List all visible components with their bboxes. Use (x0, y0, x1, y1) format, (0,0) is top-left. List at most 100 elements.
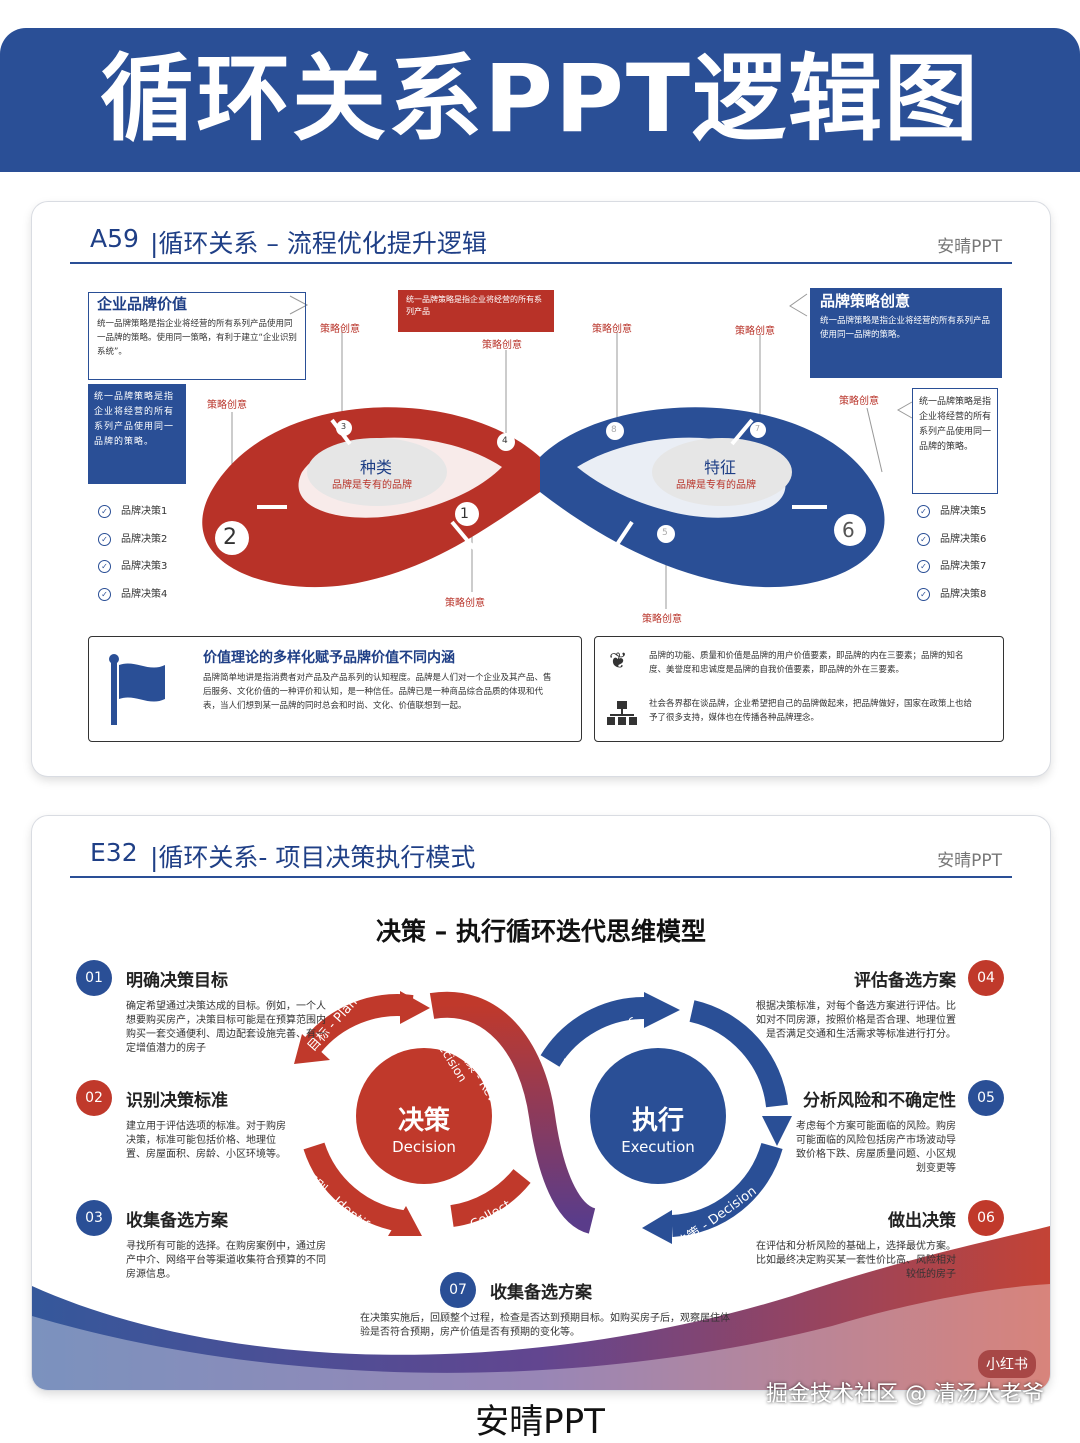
strategy-label: 策略创意 (207, 400, 247, 411)
center-execution-en: Execution (621, 1138, 695, 1156)
marker-6 (834, 514, 866, 546)
slide-code: A59 (90, 224, 139, 253)
marker-6-label: 6 (842, 518, 855, 542)
check-item: ✓品牌决策4 (98, 585, 167, 601)
marker-7-label: 7 (755, 424, 761, 433)
marker-8-label: 8 (611, 425, 617, 435)
footer-brand: 安晴PPT (475, 1402, 605, 1442)
check-icon: ✓ (98, 532, 111, 546)
check-item: ✓品牌决策2 (98, 530, 167, 546)
marker-3 (336, 420, 352, 436)
bottom-left-text: 品牌简单地讲是指消费者对产品及产品系列的认知程度。品牌是人们对一个企业及其产品、… (203, 673, 552, 711)
marker-5 (657, 525, 675, 543)
model-title: 决策 – 执行循环迭代思维模型 (376, 917, 706, 946)
step-04-title: 评估备选方案 (854, 971, 956, 991)
bottom-left-title: 价值理论的多样化赋予品牌价值不同内涵 (203, 650, 455, 666)
step-03-title: 收集备选方案 (126, 1211, 228, 1231)
check-icon: ✓ (98, 587, 111, 601)
check-item: ✓品牌决策1 (98, 502, 167, 518)
strategy-label: 策略创意 (320, 324, 360, 335)
step-07-badge: 07 (440, 1272, 476, 1308)
step-03-badge: 03 (76, 1200, 112, 1236)
bottom-left-box: 价值理论的多样化赋予品牌价值不同内涵 品牌简单地讲是指消费者对产品及产品系列的认… (88, 636, 582, 742)
marker-7 (750, 422, 766, 438)
loop-left-sub: 品牌是专有的品牌 (332, 480, 412, 491)
marker-2 (215, 521, 249, 555)
page-title: 循环关系PPT逻辑图 (100, 45, 980, 154)
marker-2-label: 2 (223, 525, 237, 550)
slide-brand: 安晴PPT (937, 851, 1002, 871)
center-decision-cn: 决策 (397, 1106, 450, 1136)
step-05-title: 分析风险和不确定性 (803, 1091, 956, 1111)
box-right-outline-text: 统一品牌策略是指企业将经营的所有系列产品使用同一品牌的策略。 (919, 397, 992, 452)
slide2-background (32, 991, 1050, 1390)
check-item: ✓品牌决策7 (917, 557, 986, 573)
check-item: ✓品牌决策3 (98, 557, 167, 573)
check-icon: ✓ (917, 532, 930, 546)
strategy-label: 策略创意 (445, 598, 485, 609)
bottom-right-box: ❦ 品牌的功能、质量和价值是品牌的用户价值要素，即品牌的内在三要素；品牌的知名度… (594, 636, 1004, 742)
marker-1-label: 1 (460, 506, 469, 522)
slide-code: E32 (90, 838, 138, 867)
org-chart-icon (607, 701, 637, 725)
xiaohongshu-badge: 小红书 (978, 1350, 1036, 1378)
box-right-outline: 统一品牌策略是指企业将经营的所有系列产品使用同一品牌的策略。 (912, 388, 998, 494)
check-icon: ✓ (917, 559, 930, 573)
box-top-red-text: 统一品牌策略是指企业将经营的所有系列产品 (406, 295, 542, 316)
step-07-text: 在决策实施后，回顾整个过程，检查是否达到预期目标。如购买房子后，观察居住体验是否… (360, 1313, 730, 1338)
box-brand-strategy-title: 品牌策略创意 (820, 292, 911, 310)
strategy-label: 策略创意 (592, 324, 632, 335)
step-02-badge: 02 (76, 1080, 112, 1116)
infinity-diagram (202, 293, 913, 609)
box-left-blue-text: 统一品牌策略是指企业将经营的所有系列产品使用同一品牌的策略。 (94, 392, 175, 447)
box-brand-value: 企业品牌价值 统一品牌策略是指企业将经营的所有系列产品使用同一品牌的策略。使用同… (88, 292, 306, 380)
marker-4-label: 4 (502, 436, 508, 446)
slide-a59[interactable]: A59 |循环关系 – 流程优化提升逻辑 安晴PPT (32, 202, 1050, 776)
step-01-badge: 01 (76, 960, 112, 996)
loop-left-title: 种类 (360, 458, 393, 477)
slide-e32[interactable]: E32 |循环关系- 项目决策执行模式 安晴PPT 决策 – 执行循环迭代思维模… (32, 816, 1050, 1390)
box-top-red: 统一品牌策略是指企业将经营的所有系列产品 (398, 290, 554, 332)
box-brand-value-title: 企业品牌价值 (97, 295, 188, 313)
step-01-text: 确定希望通过决策达成的目标。例如，一个人想要购买房产，决策目标可能是在预算范围内… (126, 1001, 326, 1054)
box-brand-strategy-text: 统一品牌策略是指企业将经营的所有系列产品使用同一品牌的策略。 (820, 316, 991, 340)
slide-brand: 安晴PPT (937, 237, 1002, 257)
check-icon: ✓ (98, 504, 111, 518)
header-banner: 循环关系PPT逻辑图 (0, 28, 1080, 172)
check-icon: ✓ (917, 504, 930, 518)
marker-4 (497, 433, 515, 451)
check-item: ✓品牌决策5 (917, 502, 986, 518)
step-04-text: 根据决策标准，对每个备选方案进行评估。比如对不同房源，按照价格是否合理、地理位置… (756, 1001, 956, 1040)
step-05-badge: 05 (968, 1080, 1004, 1116)
step-06-text: 在评估和分析风险的基础上，选择最优方案。比如最终决定购买某一套性价比高、风险相对… (756, 1241, 956, 1280)
check-icon: ✓ (98, 559, 111, 573)
box-brand-value-text: 统一品牌策略是指企业将经营的所有系列产品使用同一品牌的策略。使用同一策略，有利于… (97, 319, 297, 357)
center-decision-en: Decision (392, 1138, 456, 1156)
bottom-right-text-1: 品牌的功能、质量和价值是品牌的用户价值要素，即品牌的内在三要素；品牌的知名度、美… (649, 651, 964, 675)
step-01-title: 明确决策目标 (126, 971, 228, 991)
check-icon: ✓ (917, 587, 930, 601)
marker-3-label: 3 (341, 422, 347, 431)
strategy-label: 策略创意 (482, 340, 522, 351)
bottom-right-text-2: 社会各界都在谈品牌，企业希望把自己的品牌做起来，把品牌做好，国家在政策上也给予了… (649, 699, 973, 723)
slide-title: |循环关系- 项目决策执行模式 (150, 843, 476, 872)
step-05-text: 考虑每个方案可能面临的风险。购房可能面临的风险包括房产市场波动导致价格下跌、房屋… (796, 1121, 956, 1174)
step-02-text: 建立用于评估选项的标准。对于购房决策，标准可能包括价格、地理位置、房屋面积、房龄… (126, 1121, 286, 1160)
loop-markers (215, 420, 866, 555)
slide-title: |循环关系 – 流程优化提升逻辑 (150, 229, 487, 258)
step-06-badge: 06 (968, 1200, 1004, 1236)
loop-right-sub: 品牌是专有的品牌 (676, 480, 756, 491)
step-03-text: 寻找所有可能的选择。在购房案例中，通过房产中介、网络平台等渠道收集符合预算的不同… (126, 1241, 326, 1280)
marker-8 (606, 422, 624, 440)
divider (70, 876, 1012, 878)
watermark: 掘金技术社区 @ 清汤大老爷 (766, 1382, 1044, 1407)
strategy-label: 策略创意 (642, 614, 682, 625)
step-02-title: 识别决策标准 (126, 1091, 228, 1111)
marker-1 (455, 502, 479, 526)
box-left-blue: 统一品牌策略是指企业将经营的所有系列产品使用同一品牌的策略。 (88, 384, 186, 484)
check-item: ✓品牌决策8 (917, 585, 986, 601)
flag-icon (109, 654, 165, 725)
center-execution-cn: 执行 (631, 1106, 684, 1136)
marker-5-label: 5 (662, 528, 668, 538)
check-item: ✓品牌决策6 (917, 530, 986, 546)
